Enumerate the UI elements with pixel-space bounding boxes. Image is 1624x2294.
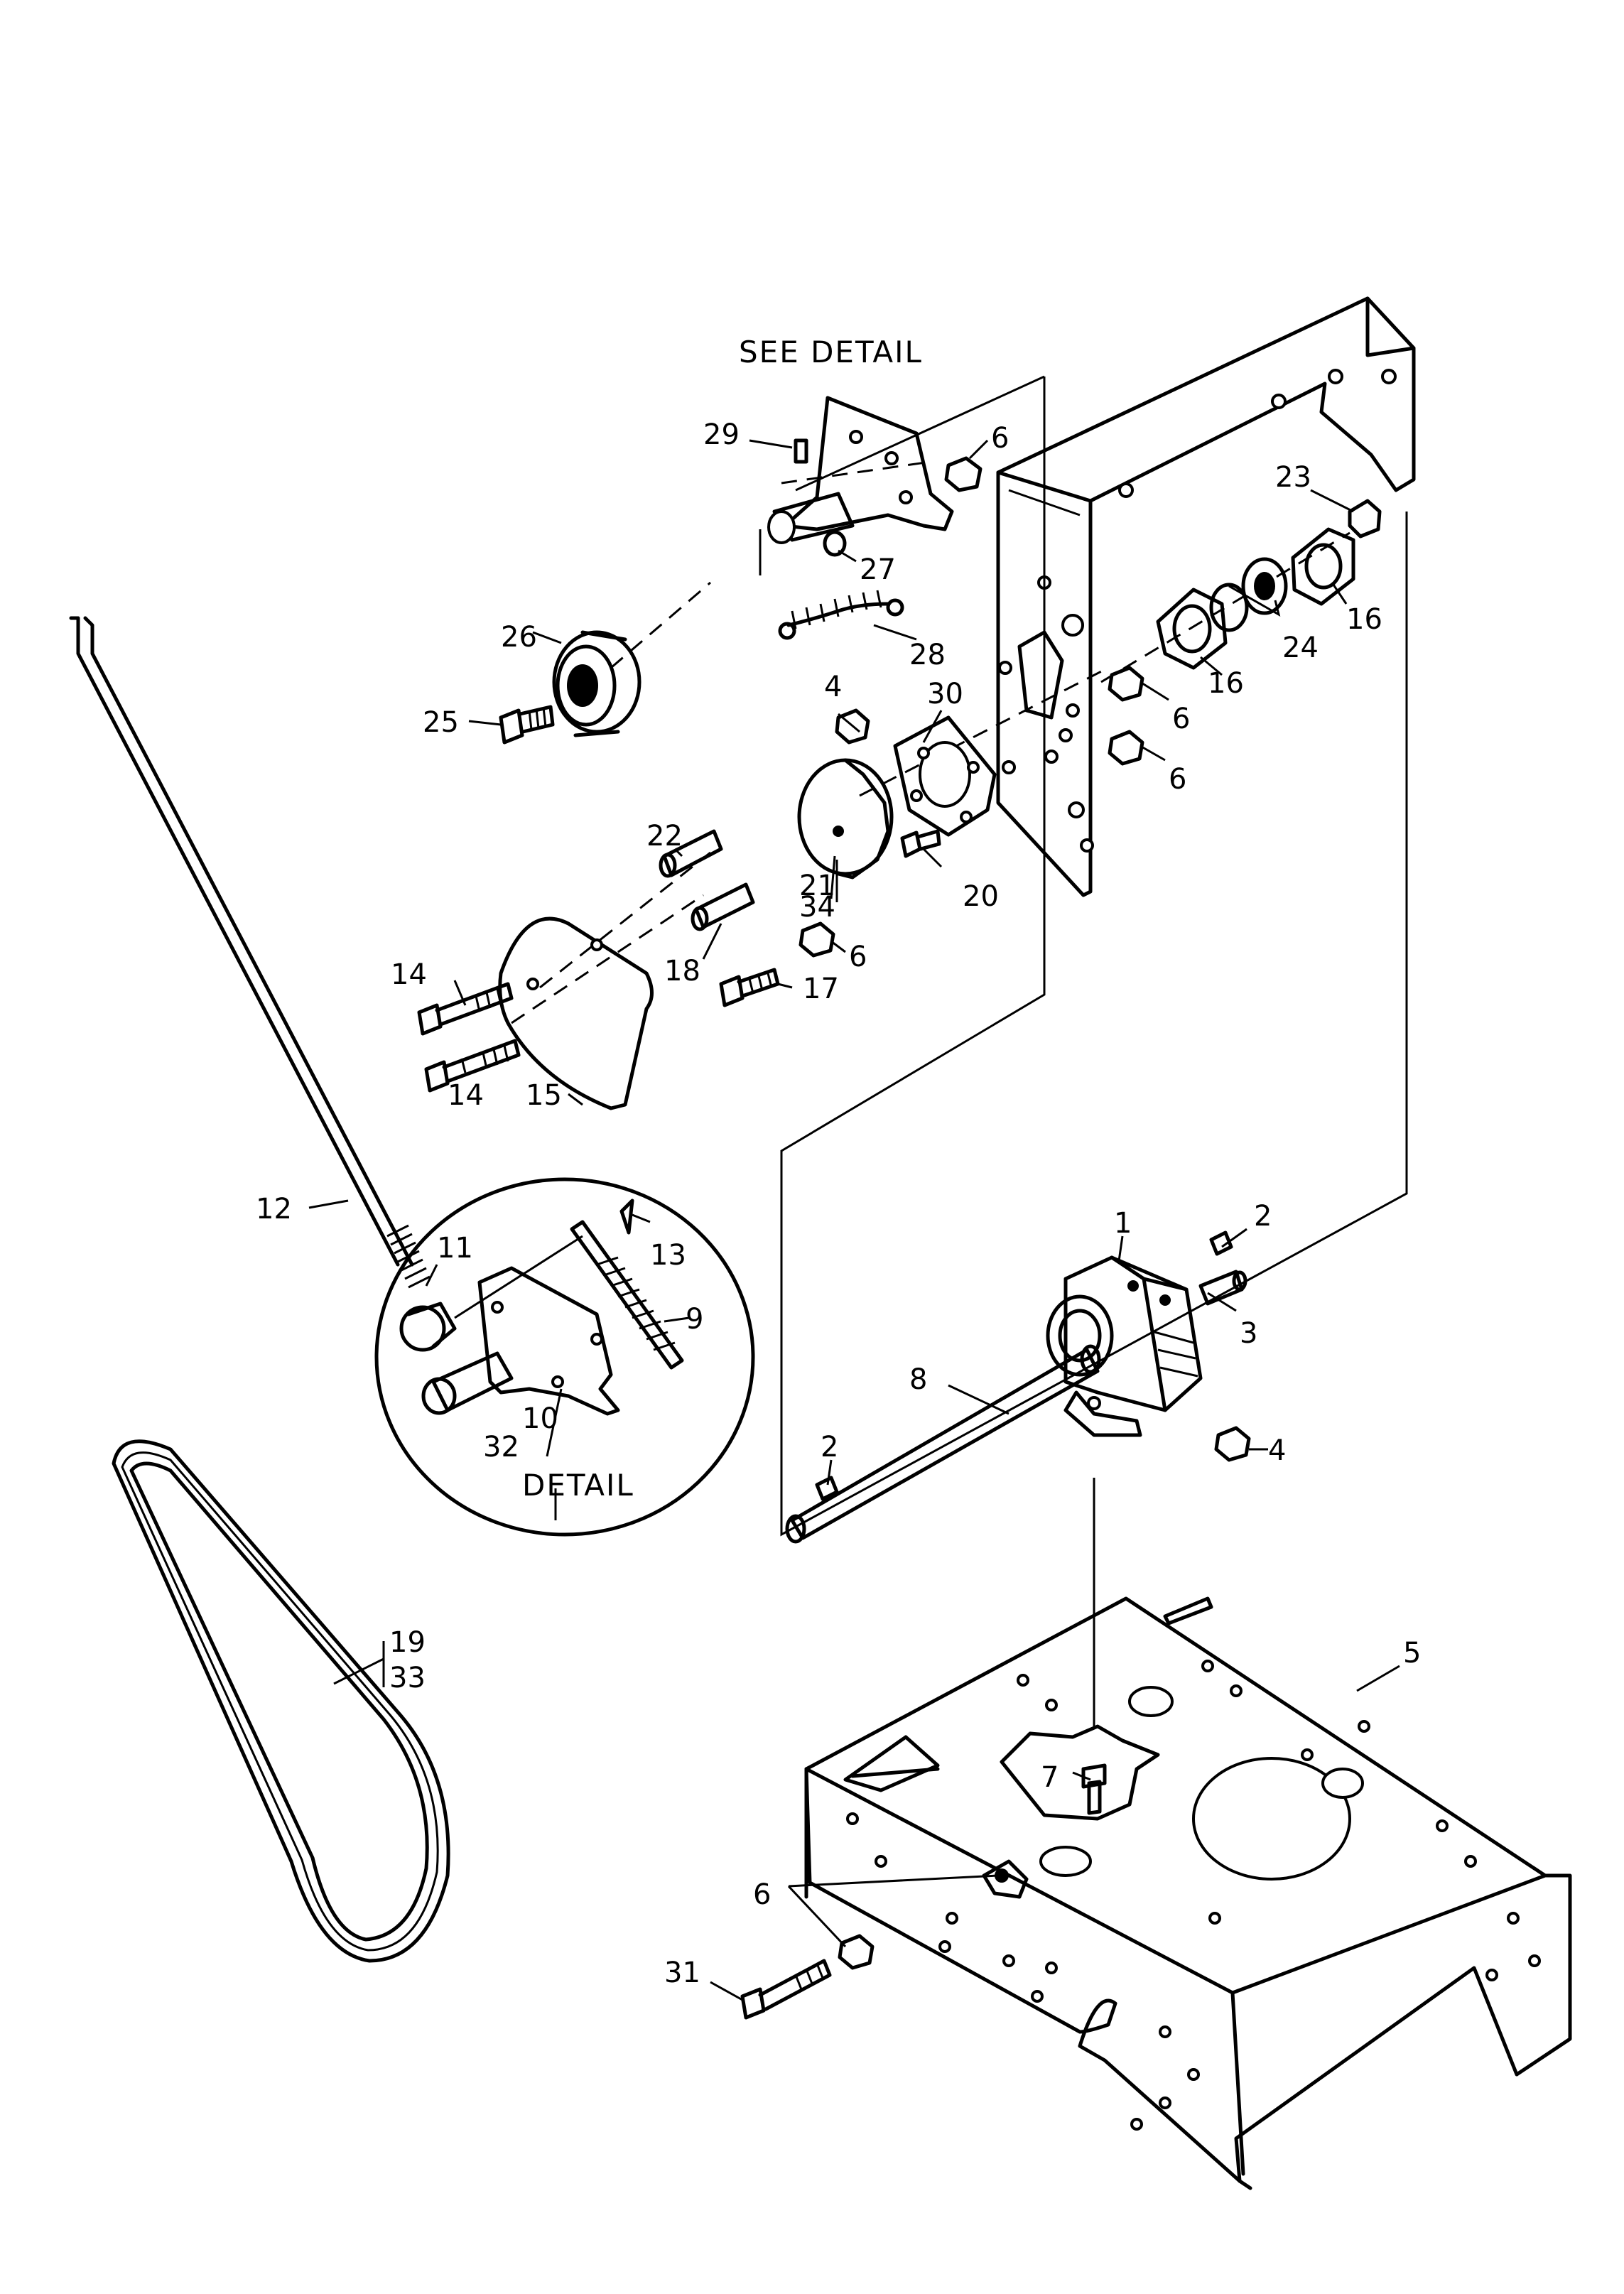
callout-20: 20: [963, 880, 999, 913]
bolt-14b: [424, 1039, 521, 1093]
callout-8: 8: [909, 1363, 927, 1396]
callout-24: 24: [1282, 632, 1319, 664]
shaft-8: [785, 1344, 1101, 1544]
nut-4-lower: [1214, 1426, 1251, 1462]
nut-6-mid1: [1108, 666, 1144, 702]
callout-30: 30: [927, 678, 963, 710]
callout-labels: 1 2 2 3 4 4 5 6 6 6 6 6 7 8 9 10 11 12 1…: [256, 418, 1421, 1989]
bolt-23: [1348, 499, 1382, 539]
callout-6: 6: [1172, 703, 1190, 735]
callout-18: 18: [664, 955, 700, 988]
callout-4: 4: [824, 671, 842, 703]
callout-12: 12: [256, 1193, 292, 1226]
idler-bracket: [767, 396, 954, 544]
bearing-flange-16a: [1156, 588, 1228, 670]
callout-leaders: [308, 439, 1400, 2001]
callout-29: 29: [703, 418, 740, 451]
bolt-20: [900, 829, 941, 858]
callout-15: 15: [526, 1079, 562, 1112]
callout-1: 1: [1114, 1207, 1132, 1240]
callout-14: 14: [448, 1079, 484, 1112]
plate-30: [893, 715, 997, 837]
nut-6-base: [838, 1934, 875, 1970]
callout-28: 28: [909, 639, 946, 671]
callout-22: 22: [646, 820, 683, 853]
callout-17: 17: [803, 973, 839, 1005]
callout-2: 2: [821, 1431, 838, 1463]
bolt-31: [740, 1959, 832, 2020]
callout-5: 5: [1403, 1637, 1421, 1670]
bolt-25: [499, 705, 555, 745]
spring: [778, 590, 904, 640]
callout-33: 33: [389, 1662, 426, 1694]
idler-pulley: [552, 630, 642, 737]
spacer-27: [823, 530, 847, 557]
detail-caption: DETAIL: [522, 1468, 634, 1503]
callout-14: 14: [391, 958, 427, 991]
base-frame: [804, 1596, 1572, 2190]
bolt-17: [719, 968, 780, 1007]
callout-11: 11: [437, 1232, 473, 1265]
upper-housing: [996, 296, 1416, 897]
callout-32: 32: [483, 1431, 519, 1463]
callout-6: 6: [991, 422, 1009, 455]
callout-9: 9: [686, 1303, 703, 1336]
callout-3: 3: [1240, 1317, 1257, 1350]
see-detail-caption: SEE DETAIL: [739, 335, 923, 369]
callout-16: 16: [1346, 603, 1382, 636]
callout-6: 6: [753, 1878, 771, 1911]
nut-6-low: [799, 921, 835, 958]
callout-16: 16: [1208, 667, 1244, 700]
control-rod-12: [69, 616, 431, 1289]
callout-31: 31: [664, 1957, 700, 1989]
bolt-14a: [417, 982, 514, 1036]
nut-4-upper: [835, 708, 870, 745]
grease-fitting: [794, 438, 808, 464]
key-2-left: [815, 1476, 839, 1501]
bolt-7: [1081, 1763, 1107, 1815]
callout-19: 19: [389, 1626, 426, 1659]
callout-6: 6: [849, 941, 867, 973]
callout-34: 34: [799, 891, 835, 924]
drive-pulley: [797, 758, 894, 880]
callout-21: 21: [799, 870, 835, 902]
callout-26: 26: [501, 621, 537, 654]
callout-2: 2: [1254, 1200, 1272, 1233]
callout-27: 27: [860, 553, 896, 586]
callout-13: 13: [650, 1239, 686, 1272]
callout-23: 23: [1275, 461, 1311, 494]
v-belt: [112, 1439, 450, 1963]
callout-25: 25: [423, 706, 459, 739]
callout-10: 10: [522, 1402, 558, 1435]
bearing-flange-16b: [1291, 527, 1355, 606]
detail-callout-circle: [374, 1177, 755, 1537]
pin-22: [659, 829, 723, 878]
callout-6: 6: [1169, 763, 1186, 796]
gearbox: [1046, 1255, 1247, 1437]
key-2-right: [1209, 1230, 1233, 1256]
bearing-24: [1209, 557, 1288, 632]
callout-7: 7: [1041, 1761, 1059, 1794]
nut-6-mid2: [1108, 730, 1144, 766]
pin-18: [691, 882, 755, 931]
belt-guide-15: [498, 916, 654, 1110]
nut-6-top: [944, 456, 982, 492]
callout-4: 4: [1268, 1434, 1286, 1467]
